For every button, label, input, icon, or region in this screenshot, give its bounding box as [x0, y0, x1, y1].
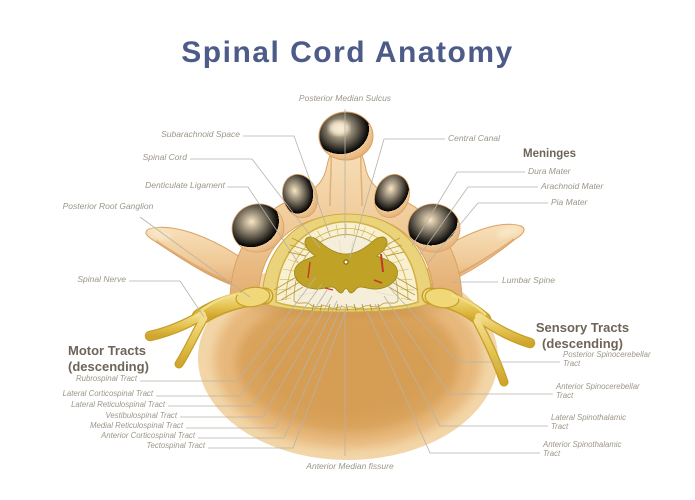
blood-vessels	[307, 253, 384, 291]
label-vestibulospinal-tract: Vestibulospinal Tract	[105, 411, 177, 420]
heading-sensory-tracts: Sensory Tracts (descending)	[535, 320, 630, 351]
label-tectospinal-tract: Tectospinal Tract	[146, 441, 205, 450]
central-canal-dot	[343, 259, 349, 265]
label-arachnoid-mater: Arachnoid Mater	[541, 181, 604, 191]
leader-lines	[129, 109, 560, 456]
label-spinal-cord: Spinal Cord	[142, 152, 187, 162]
label-lateral-corticospinal-tract: Lateral Corticospinal Tract	[62, 389, 153, 398]
label-posterior-root-ganglion: Posterior Root Ganglion	[62, 201, 154, 211]
heading-motor-tracts: Motor Tracts (descending)	[68, 343, 149, 374]
label-posterior-median-sulcus: Posterior Median Sulcus	[298, 93, 392, 103]
label-anterior-median-fissure: Anterior Median fissure	[306, 461, 394, 471]
label-denticulate-ligament: Denticulate Ligament	[145, 180, 225, 190]
nerve-rootlets	[273, 237, 419, 301]
gray-matter	[294, 236, 398, 294]
label-medial-reticulospinal-tract: Medial Reticulospinal Tract	[89, 421, 183, 430]
label-spinal-nerve: Spinal Nerve	[77, 274, 126, 284]
label-lateral-spinothalamic-tract: Lateral Spinothalamic Tract	[551, 413, 626, 431]
label-anterior-corticospinal-tract: Anterior Corticospinal Tract	[101, 431, 195, 440]
spinal-nerve-left	[144, 286, 274, 369]
label-lateral-reticulospinal-tract: Lateral Reticulospinal Tract	[71, 400, 165, 409]
label-subarachnoid-space: Subarachnoid Space	[161, 129, 240, 139]
spinal-cord-section	[273, 234, 419, 312]
label-central-canal: Central Canal	[448, 133, 500, 143]
label-anterior-spinocerebellar-tract: Anterior Spinocerebellar Tract	[556, 382, 640, 400]
label-pia-mater: Pia Mater	[551, 197, 588, 207]
page-title: Spinal Cord Anatomy	[181, 36, 514, 69]
spinal-nerve-right	[421, 287, 536, 387]
heading-meninges: Meninges	[523, 148, 577, 160]
label-lumbar-spine: Lumbar Spine	[502, 275, 555, 285]
label-anterior-spinothalamic-tract: Anterior Spinothalamic Tract	[543, 440, 622, 458]
label-dura-mater: Dura Mater	[528, 166, 571, 176]
label-posterior-spinocerebellar-tract: Posterior Spinocerebellar Tract	[563, 350, 651, 368]
label-rubrospinal-tract: Rubrospinal Tract	[76, 374, 137, 383]
